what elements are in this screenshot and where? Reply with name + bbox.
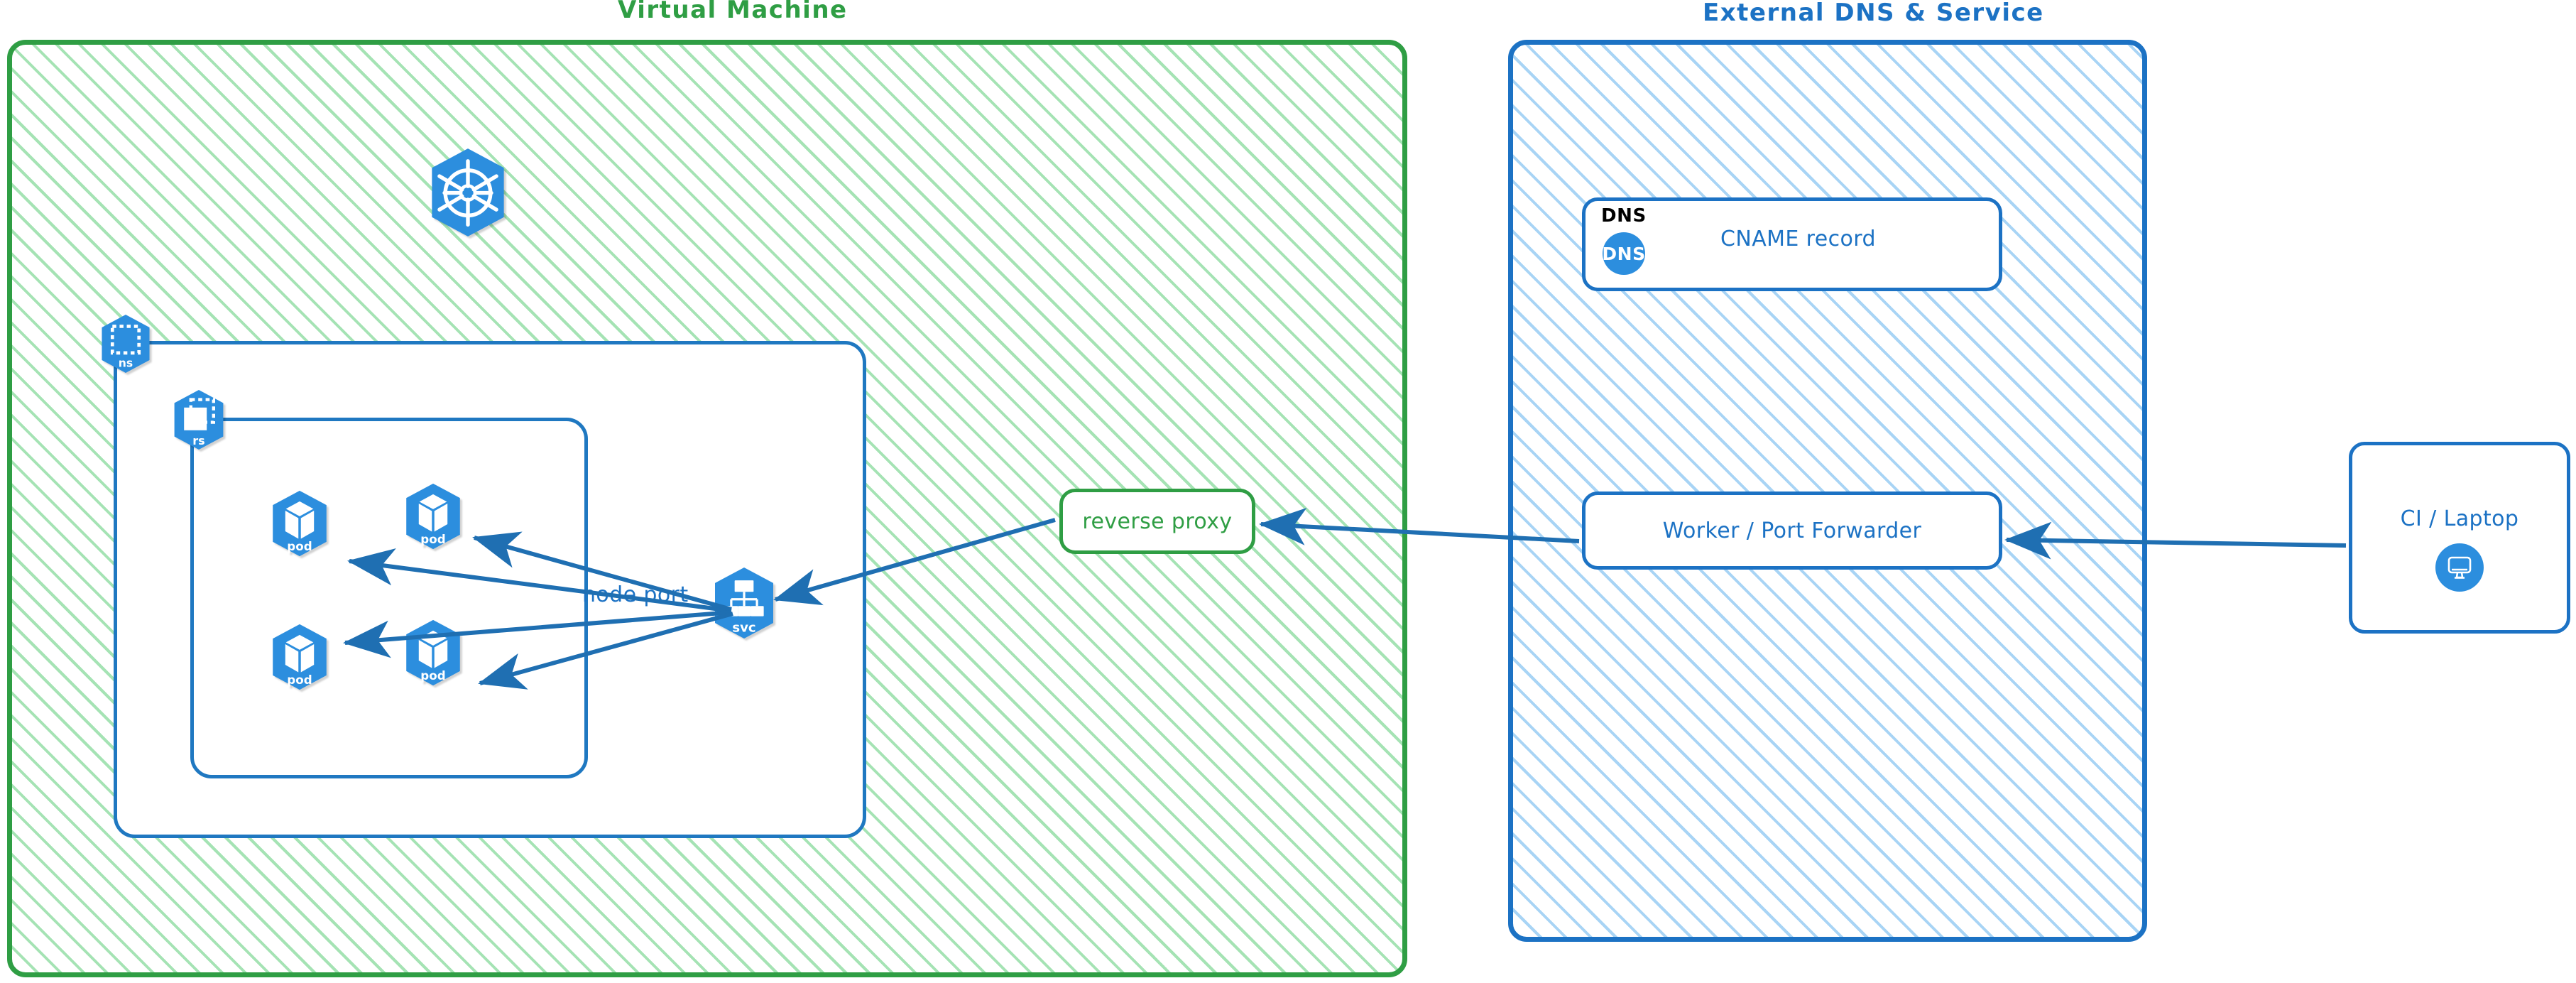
worker-port-forwarder-box[interactable]: Worker / Port Forwarder [1582, 492, 2002, 570]
replicaset-container [190, 418, 588, 778]
pod-4: pod [402, 619, 464, 686]
replicaset-icon: rs [170, 389, 227, 450]
reverse-proxy-box[interactable]: reverse proxy [1059, 489, 1255, 554]
dns-record-box[interactable]: DNS DNS CNAME record [1582, 197, 2002, 291]
node-port-caption: node port [582, 582, 689, 607]
service-icon: svc [710, 567, 778, 639]
monitor-icon [2435, 543, 2484, 592]
dns-tag-label: DNS [1601, 205, 1647, 227]
pod-4-label: pod [420, 669, 445, 683]
cname-record-label: CNAME record [1720, 227, 1876, 251]
replicaset-badge-label: rs [192, 434, 204, 447]
namespace-icon: ns [98, 314, 153, 374]
reverse-proxy-label: reverse proxy [1082, 509, 1233, 534]
dns-badge-icon: DNS [1602, 232, 1645, 275]
group-external-dns-service [1508, 40, 2147, 942]
pod-3-label: pod [287, 673, 312, 687]
group-external-dns-service-title: External DNS & Service [1703, 0, 2044, 27]
kubernetes-logo [426, 148, 510, 237]
service-badge-label: svc [732, 621, 755, 636]
worker-port-forwarder-label: Worker / Port Forwarder [1662, 518, 1922, 543]
ci-laptop-label: CI / Laptop [2400, 506, 2519, 531]
pod-1: pod [268, 490, 331, 557]
pod-2-label: pod [420, 533, 445, 546]
group-virtual-machine-title: Virtual Machine [618, 0, 848, 24]
pod-3: pod [268, 624, 331, 690]
namespace-badge-label: ns [119, 357, 133, 369]
pod-2: pod [402, 483, 464, 550]
ci-laptop-box[interactable]: CI / Laptop [2349, 442, 2570, 634]
pod-1-label: pod [287, 540, 312, 553]
